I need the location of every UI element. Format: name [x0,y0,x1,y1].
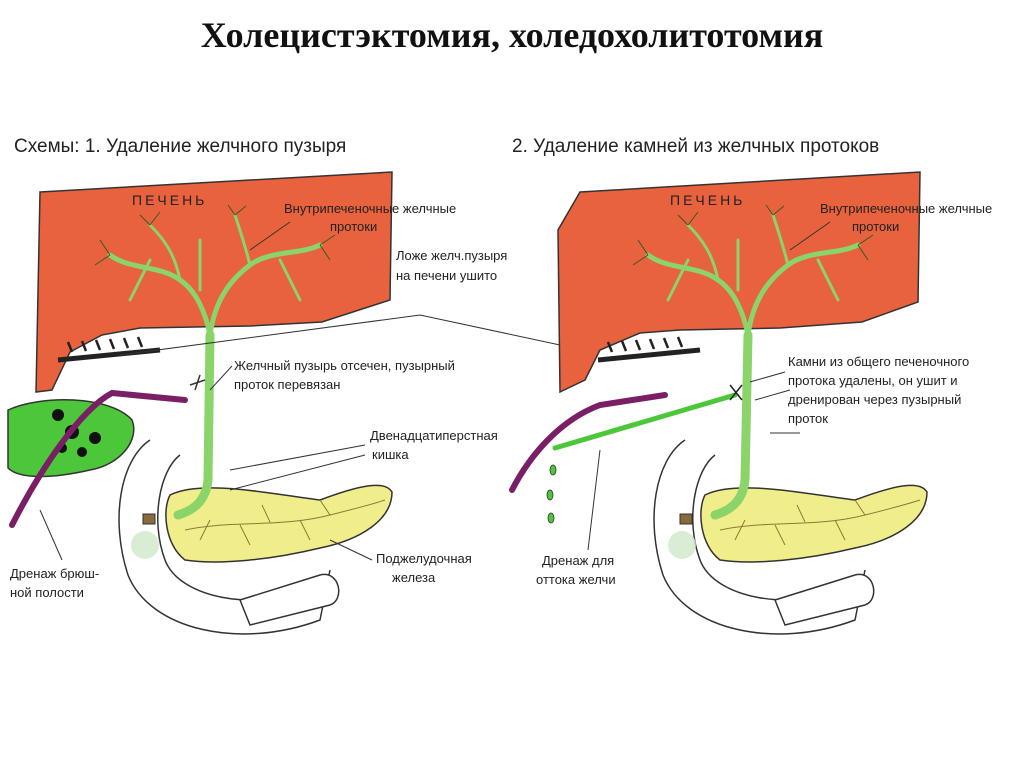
left-cut-label: Желчный пузырь отсечен, пузырный проток … [234,358,459,392]
right-drain-tube [512,395,665,490]
left-heading: Схемы: 1. Удаление желчного пузыря [14,136,346,157]
right-scheme: 2. Удаление камней из желчных протоков П… [512,136,996,634]
right-intestine-tube [775,574,874,625]
left-intestine-tube [240,574,339,625]
right-drain-outlet [668,531,696,559]
right-suture-mark [730,385,742,400]
right-papilla [680,514,692,524]
left-bed-label: Ложе желч.пузыря на печени ушито [396,248,511,283]
right-pancreas [701,485,927,562]
left-liver-label: ПЕЧЕНЬ [132,192,207,208]
right-heading: 2. Удаление камней из желчных протоков [512,136,879,157]
left-drain-label: Дренаж брюш- ной полости [10,566,103,600]
left-duodenum-label: Двенадцатиперстная кишка [370,428,501,462]
left-papilla [143,514,155,524]
left-scheme: Схемы: 1. Удаление желчного пузыря ПЕЧЕН… [8,136,560,634]
right-drainage-catheter [555,395,735,448]
right-drain-label: Дренаж для оттока желчи [536,553,618,587]
right-stones-label: Камни из общего печеночного протока удал… [788,354,973,426]
left-duct-stump [190,375,205,390]
left-drain-outlet [131,531,159,559]
left-pancreas-label: Поджелудочная железа [376,551,475,585]
right-bile-drops [547,465,556,523]
right-liver-label: ПЕЧЕНЬ [670,192,745,208]
